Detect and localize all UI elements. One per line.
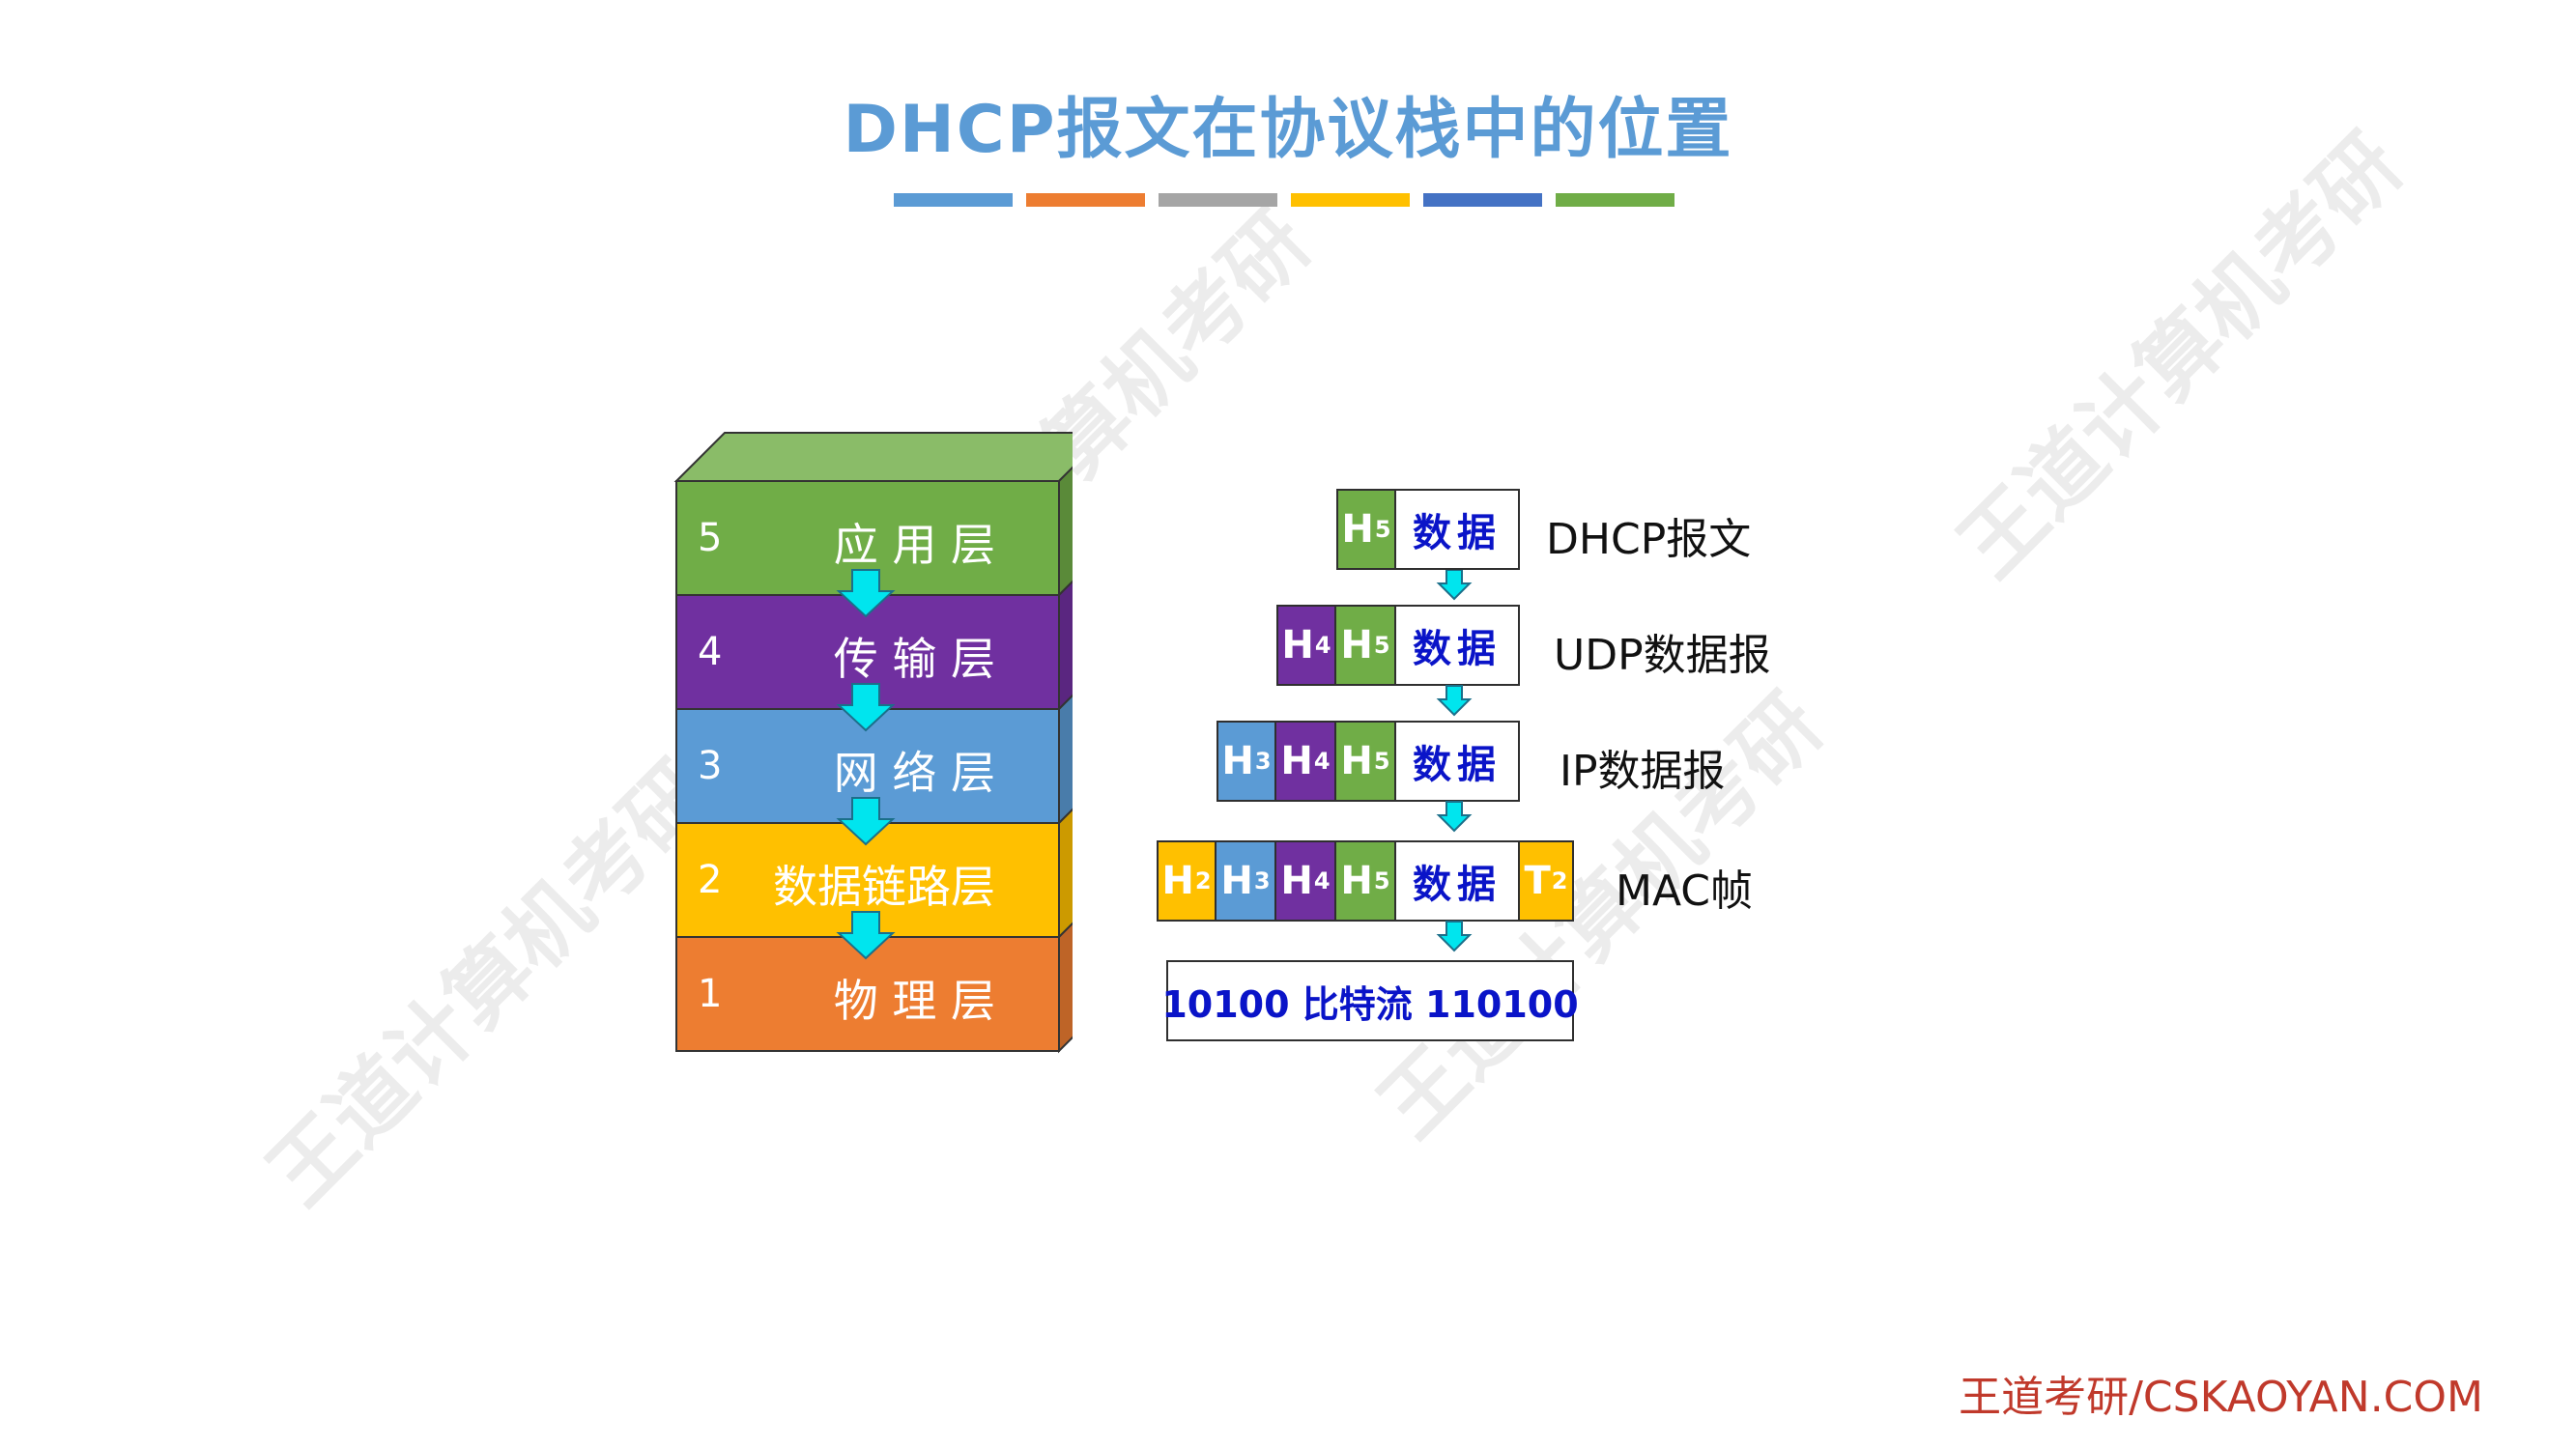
layer-down-arrow bbox=[836, 569, 896, 618]
layer-number: 2 bbox=[698, 858, 723, 902]
layer-number: 3 bbox=[698, 744, 723, 788]
encapsulation-down-arrow bbox=[1436, 570, 1473, 601]
layer-name: 物 理 层 bbox=[833, 975, 995, 1027]
stack-top-face bbox=[673, 432, 1073, 482]
layer-number: 5 bbox=[698, 516, 723, 560]
encapsulation-down-arrow bbox=[1436, 801, 1473, 833]
layer-down-arrow bbox=[836, 683, 896, 732]
payload-cell: 数据 bbox=[1396, 840, 1520, 922]
packet-label: IP数据报 bbox=[1560, 747, 1726, 796]
watermark: 王道计算机考研 bbox=[1940, 116, 2421, 596]
layer-number: 4 bbox=[698, 630, 723, 674]
accent-bar bbox=[894, 193, 1013, 207]
encapsulation-arrows bbox=[1436, 570, 1473, 952]
layer-name: 应 用 层 bbox=[833, 519, 995, 571]
accent-bars bbox=[894, 193, 1674, 207]
page-title: DHCP报文在协议栈中的位置 bbox=[843, 92, 1733, 168]
packet-label: MAC帧 bbox=[1616, 866, 1754, 916]
packet-label: DHCP报文 bbox=[1546, 515, 1752, 564]
layer-name: 传 输 层 bbox=[833, 633, 995, 685]
protocol-stack bbox=[673, 432, 1073, 1054]
layer-name: 网 络 层 bbox=[833, 747, 995, 799]
footer-brand: 王道考研/CSKAOYAN.COM bbox=[1959, 1373, 2483, 1422]
encapsulation-down-arrow bbox=[1436, 921, 1473, 952]
layer-down-arrow bbox=[836, 911, 896, 960]
accent-bar bbox=[1291, 193, 1410, 207]
encapsulation-down-arrow bbox=[1436, 685, 1473, 717]
payload-cell: 数据 bbox=[1396, 489, 1520, 570]
accent-bar bbox=[1423, 193, 1542, 207]
accent-bar bbox=[1159, 193, 1277, 207]
accent-bar bbox=[1556, 193, 1674, 207]
layer-number: 1 bbox=[698, 972, 723, 1016]
layer-name: 数据链路层 bbox=[773, 861, 995, 913]
payload-cell: 数据 bbox=[1396, 605, 1520, 686]
bitstream-box: 10100 比特流 110100 bbox=[1161, 960, 1579, 1041]
packet-label: UDP数据报 bbox=[1554, 631, 1771, 680]
layer-down-arrow bbox=[836, 797, 896, 846]
watermark: 王道计算机考研 bbox=[249, 744, 730, 1224]
accent-bar bbox=[1026, 193, 1145, 207]
